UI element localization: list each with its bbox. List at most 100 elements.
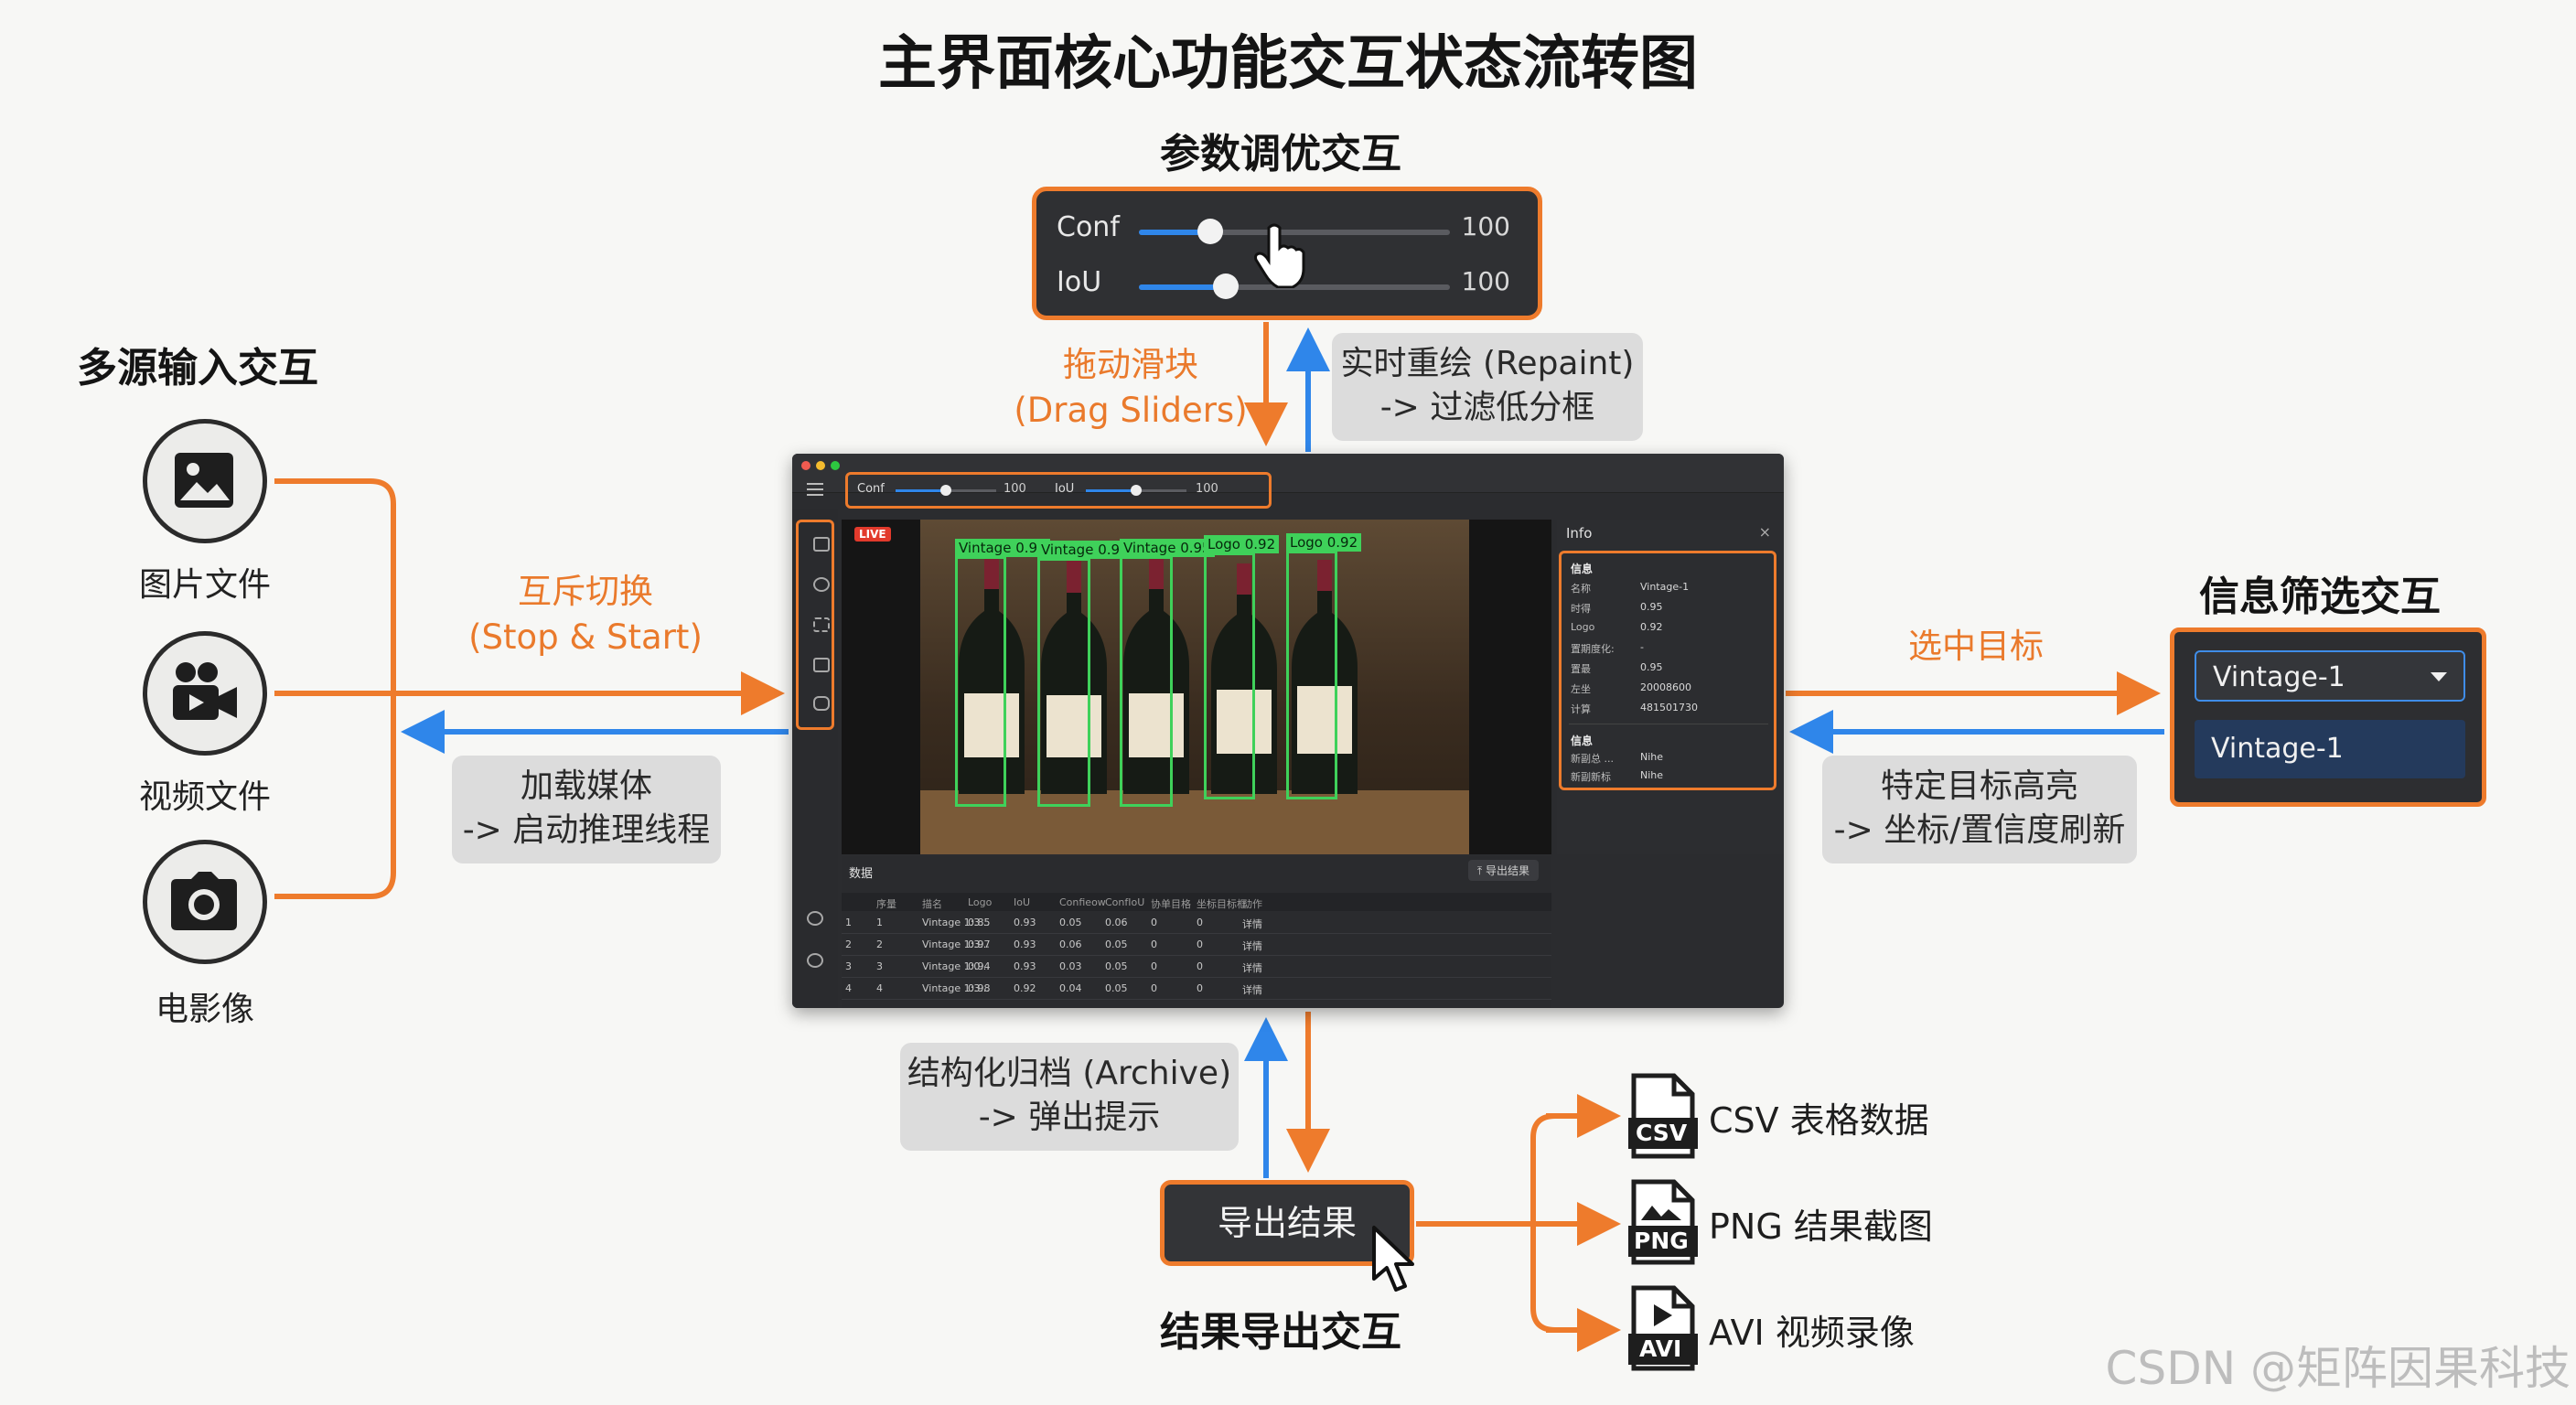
conf-value: 100: [1461, 211, 1510, 241]
target-option[interactable]: Vintage-1: [2195, 720, 2465, 778]
table-cell: 0.06: [1105, 917, 1128, 928]
camera-source-button[interactable]: [143, 840, 267, 964]
image-source-label: 图片文件: [138, 566, 271, 604]
table-header-cell[interactable]: 坐标目标框: [1197, 898, 1247, 910]
close-icon[interactable]: ×: [1758, 523, 1771, 541]
table-cell: 0.92: [1014, 982, 1036, 994]
csv-file-label: CSV 表格数据: [1709, 1100, 1929, 1141]
detection-box[interactable]: Logo 0.92: [1286, 533, 1362, 799]
table-cell: 0.06: [1059, 938, 1082, 950]
table-cell: 3: [845, 960, 852, 972]
input-bracket-line: [274, 478, 396, 899]
table-export-button[interactable]: ⤒ 导出结果: [1467, 860, 1539, 881]
table-cell: 详情: [1242, 984, 1262, 996]
avi-file-icon: AVI: [1628, 1284, 1698, 1372]
table-cell: 0.05: [1105, 982, 1128, 994]
info-row: 置期度化:-: [1571, 641, 1763, 656]
app-iou-knob[interactable]: [1131, 485, 1142, 496]
info-value: 20008600: [1640, 681, 1691, 693]
table-cell: 0.85: [968, 917, 991, 928]
table-cell: 0: [1197, 938, 1203, 950]
detection-box[interactable]: Vintage 0.95: [1120, 539, 1215, 807]
iou-value: 100: [1461, 266, 1510, 296]
filter-section-title: 信息筛选交互: [2199, 574, 2441, 620]
input-section-title: 多源输入交互: [77, 345, 318, 391]
table-header-cell[interactable]: 描名: [922, 898, 942, 910]
avi-badge: AVI: [1639, 1335, 1682, 1362]
info-value: 0.92: [1640, 621, 1663, 633]
input-result-line2: -> 启动推理线程: [462, 811, 711, 849]
menu-icon[interactable]: [807, 483, 823, 496]
maximize-dot[interactable]: [831, 461, 840, 470]
table-header-cell[interactable]: 协单目格: [1151, 898, 1191, 910]
detection-box[interactable]: Vintage 0.95: [1037, 541, 1132, 807]
table-header-cell[interactable]: Logo: [968, 896, 993, 908]
table-header-cell[interactable]: ConfIoU: [1105, 896, 1145, 908]
table-cell: 0: [1151, 938, 1157, 950]
table-cell: 0.94: [968, 960, 991, 972]
info-key: Logo: [1571, 621, 1595, 633]
document-tool-icon[interactable]: [813, 658, 830, 672]
image-tool-icon[interactable]: [813, 537, 830, 552]
table-header-cell[interactable]: 动作: [1242, 898, 1262, 910]
help-icon[interactable]: [807, 953, 823, 968]
table-cell: 0: [1197, 960, 1203, 972]
param-result-box: 实时重绘 (Repaint) -> 过滤低分框: [1332, 333, 1643, 441]
target-filter-panel: Vintage-1 Vintage-1: [2170, 627, 2486, 807]
table-cell: 0.04: [1059, 982, 1082, 994]
info-value: -: [1640, 641, 1644, 653]
camera-source-label: 电影像: [155, 991, 254, 1028]
detection-box[interactable]: Vintage 0.95: [955, 539, 1050, 807]
table-header-cell[interactable]: IoU: [1014, 896, 1031, 908]
app-conf-label: Conf: [857, 482, 885, 496]
table-header-cell[interactable]: 序量: [876, 898, 896, 910]
info-value: Nihe: [1640, 751, 1664, 763]
detection-box[interactable]: Logo 0.92: [1204, 535, 1280, 799]
png-file-icon: PNG: [1628, 1178, 1698, 1266]
png-badge: PNG: [1634, 1228, 1689, 1254]
minimize-dot[interactable]: [816, 461, 825, 470]
settings-icon[interactable]: [807, 911, 823, 926]
target-tool-icon[interactable]: [813, 617, 830, 632]
table-header-cell[interactable]: Confieow: [1059, 896, 1106, 908]
image-source-button[interactable]: [143, 419, 267, 543]
csv-badge: CSV: [1636, 1120, 1688, 1146]
close-dot[interactable]: [801, 461, 810, 470]
iou-slider-knob[interactable]: [1213, 273, 1240, 299]
app-iou-slider[interactable]: [1086, 485, 1186, 496]
conf-slider-knob[interactable]: [1197, 219, 1224, 244]
table-cell: 详情: [1242, 962, 1262, 974]
table-cell: 0: [1151, 917, 1157, 928]
export-results-button[interactable]: 导出结果: [1160, 1180, 1414, 1266]
app-conf-knob[interactable]: [940, 485, 951, 496]
conf-slider[interactable]: [1139, 219, 1450, 244]
info-key: 名称: [1571, 583, 1591, 595]
video-camera-icon: [173, 662, 237, 720]
param-action-line1: 拖动滑块: [1063, 345, 1198, 384]
input-action-line1: 互斥切换: [518, 572, 653, 611]
table-cell: 详情: [1242, 940, 1262, 952]
app-conf-slider[interactable]: [896, 485, 996, 496]
param-panel: Conf 100 IoU 100: [1032, 187, 1542, 320]
filter-result-box: 特定目标高亮 -> 坐标/置信度刷新: [1822, 756, 2137, 863]
table-cell: 0.05: [1059, 917, 1082, 928]
filter-action-label: 选中目标: [1908, 627, 2044, 666]
refresh-tool-icon[interactable]: [813, 696, 830, 711]
table-cell: 0.97: [968, 938, 991, 950]
detection-label: Logo 0.92: [1204, 535, 1280, 553]
export-result-line1: 结构化归档 (Archive): [907, 1055, 1232, 1092]
camera-tool-icon[interactable]: [813, 577, 830, 592]
target-select[interactable]: Vintage-1: [2195, 650, 2465, 702]
video-source-button[interactable]: [143, 631, 267, 756]
info-title: Info: [1566, 525, 1593, 542]
info-value: 0.95: [1640, 601, 1663, 613]
